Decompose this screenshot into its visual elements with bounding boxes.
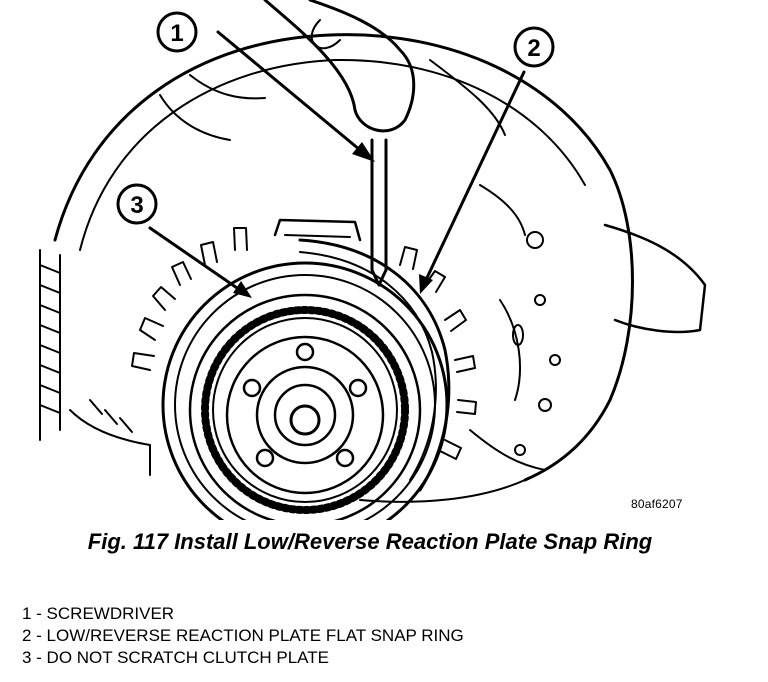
left-drum-teeth bbox=[39, 249, 151, 476]
hub bbox=[225, 335, 385, 495]
case-bolt-holes bbox=[512, 231, 561, 456]
callout-3: 3 bbox=[116, 183, 158, 225]
figure-caption: Fig. 117 Install Low/Reverse Reaction Pl… bbox=[87, 529, 653, 554]
arrowheads bbox=[233, 142, 433, 298]
internal-gear bbox=[188, 293, 422, 520]
svg-text:1: 1 bbox=[170, 20, 183, 47]
callout-1: 1 bbox=[156, 11, 198, 53]
transmission-case bbox=[53, 33, 707, 503]
leader-arrows bbox=[148, 30, 526, 292]
figure-id: 80af6207 bbox=[631, 497, 683, 511]
clutch-pack-tabs bbox=[131, 227, 477, 460]
legend-item-snap-ring: 2 - LOW/REVERSE REACTION PLATE FLAT SNAP… bbox=[22, 626, 464, 645]
flat-snap-ring bbox=[298, 238, 451, 492]
legend-item-screwdriver: 1 - SCREWDRIVER bbox=[22, 604, 175, 623]
legend-item-clutch-plate: 3 - DO NOT SCRATCH CLUTCH PLATE bbox=[22, 648, 329, 667]
svg-text:3: 3 bbox=[130, 192, 143, 219]
transmission-illustration: 1 2 3 bbox=[39, 0, 707, 520]
screwdriver bbox=[263, 0, 416, 287]
callout-2: 2 bbox=[513, 26, 555, 68]
svg-text:2: 2 bbox=[527, 35, 540, 62]
legend: 1 - SCREWDRIVER 2 - LOW/REVERSE REACTION… bbox=[22, 603, 464, 669]
